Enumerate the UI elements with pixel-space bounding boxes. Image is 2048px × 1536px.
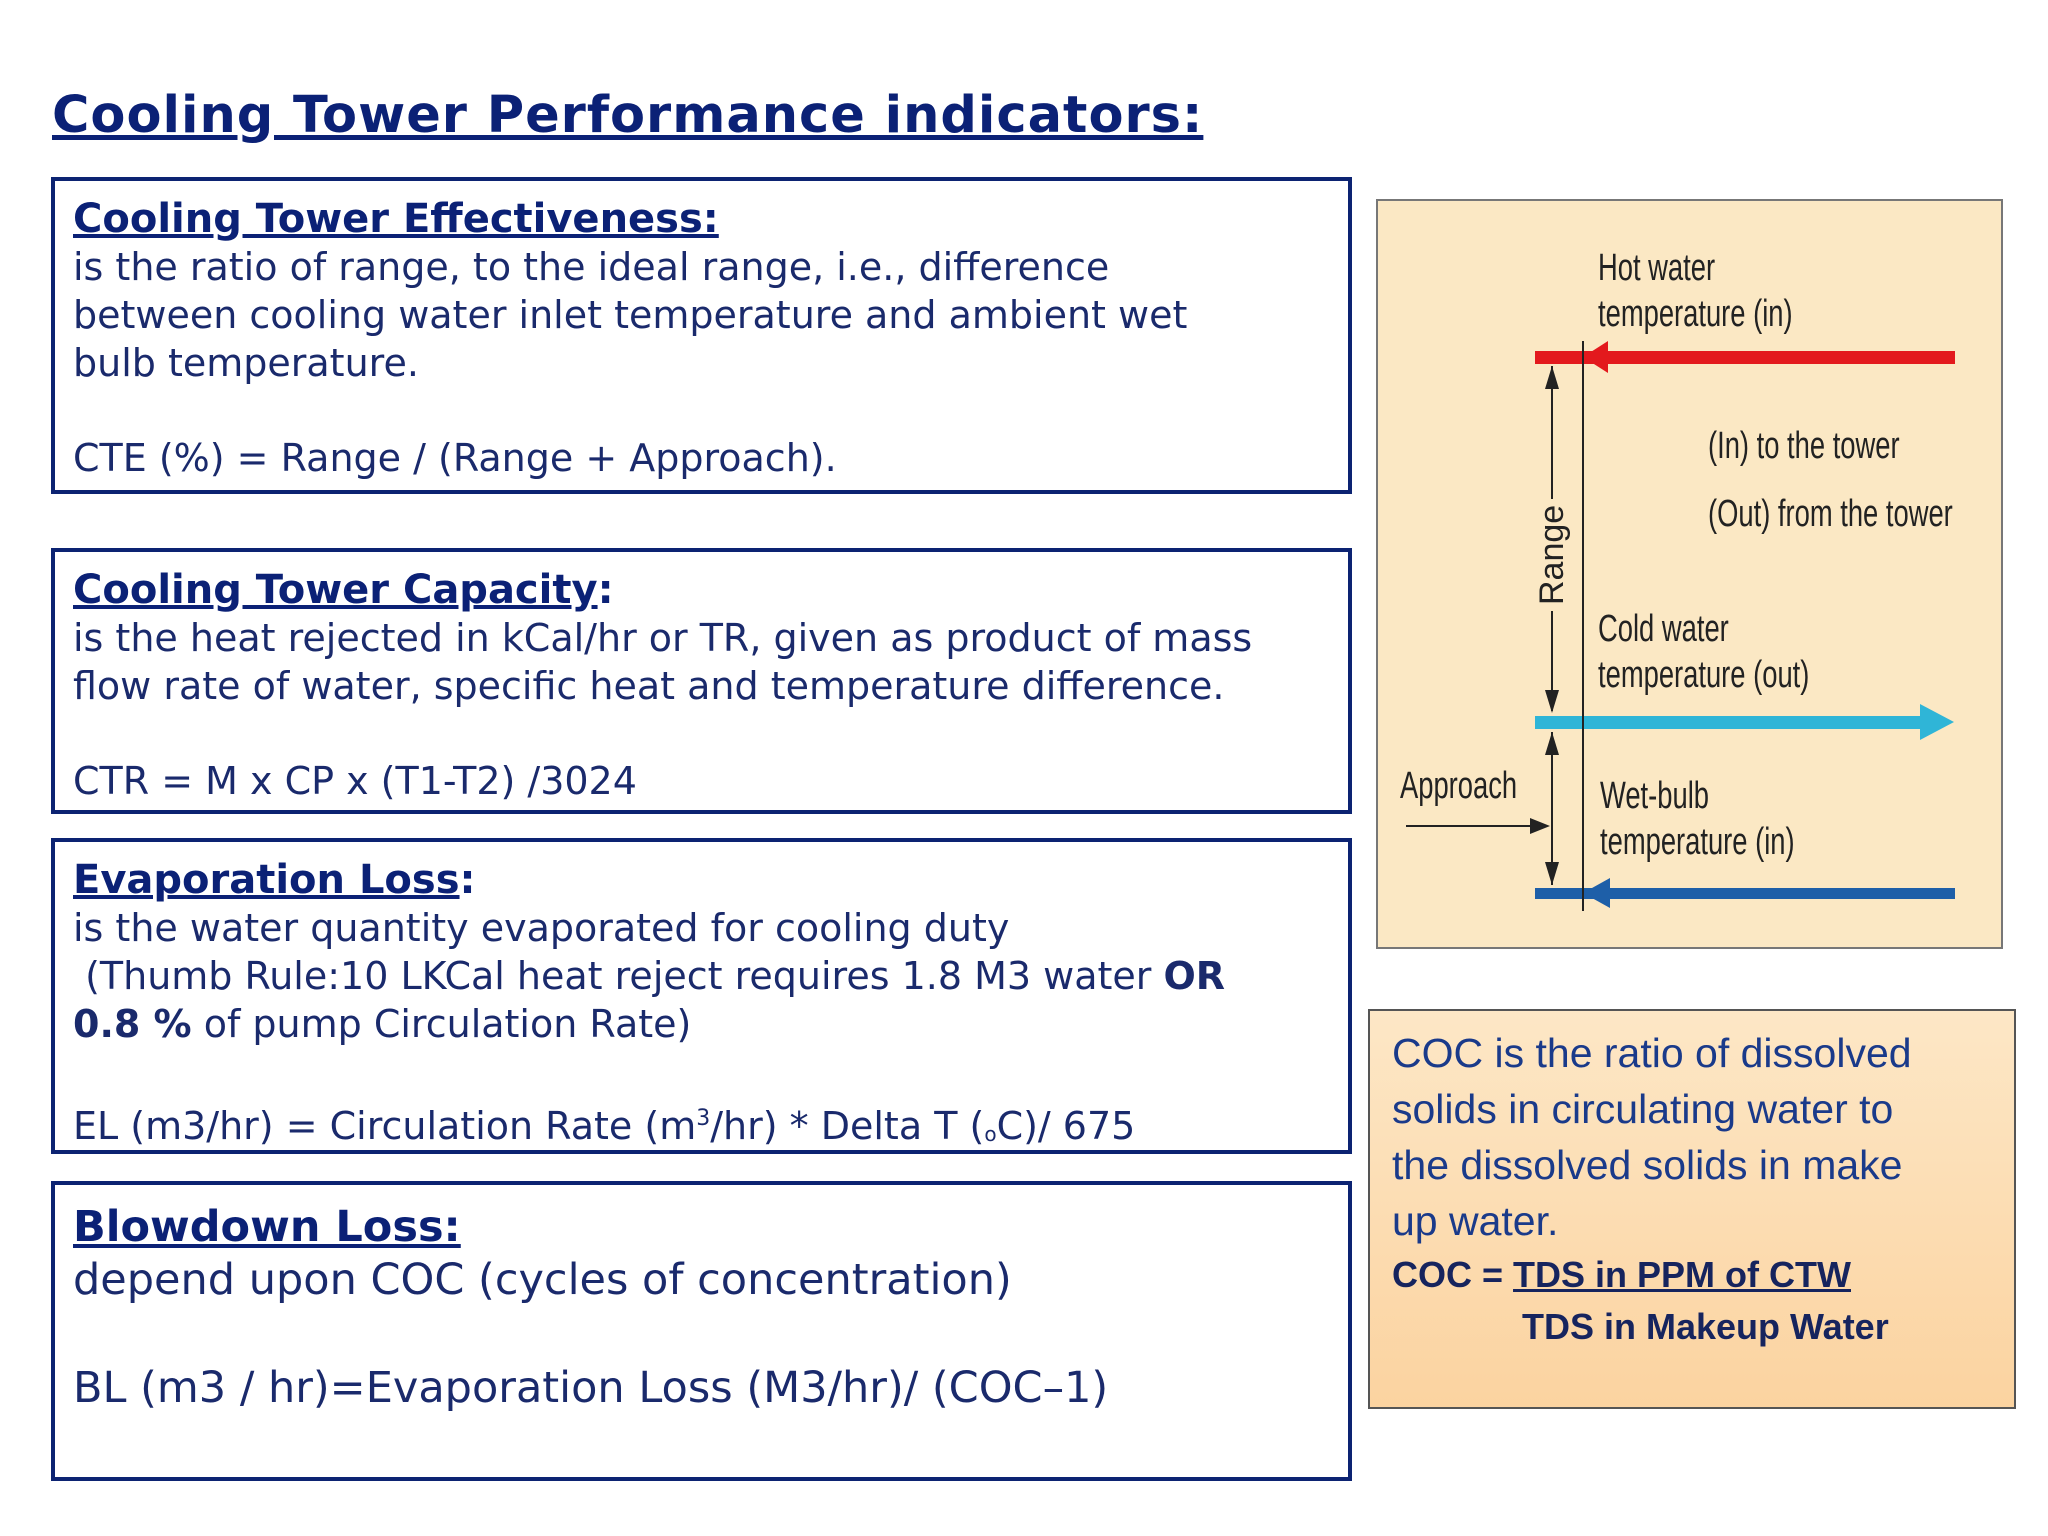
evaporation-line: 0.8 % of pump Circulation Rate) <box>73 1002 692 1046</box>
wet-bulb-line <box>1583 888 1955 899</box>
effectiveness-line: is the ratio of range, to the ideal rang… <box>73 245 1110 289</box>
coc-denominator: TDS in Makeup Water <box>1522 1306 1889 1347</box>
range-label: Range <box>1533 498 1572 611</box>
coc-numerator: TDS in PPM of CTW <box>1513 1254 1851 1295</box>
evaporation-heading: Evaporation Loss: <box>73 857 476 903</box>
wet-bulb-arrowhead <box>1583 878 1610 908</box>
capacity-box: Cooling Tower Capacity: is the heat reje… <box>51 548 1352 814</box>
effectiveness-line: between cooling water inlet temperature … <box>73 293 1188 337</box>
coc-box: COC is the ratio of dissolved solids in … <box>1368 1009 2016 1409</box>
blowdown-formula: BL (m3 / hr)=Evaporation Loss (M3/hr)/ (… <box>73 1363 1109 1413</box>
capacity-formula: CTR = M x CP x (T1-T2) /3024 <box>73 759 637 803</box>
blowdown-heading: Blowdown Loss: <box>73 1202 461 1252</box>
hot-water-line <box>1583 351 1955 364</box>
blowdown-box: Blowdown Loss: depend upon COC (cycles o… <box>51 1181 1352 1481</box>
coc-description: COC is the ratio of dissolved solids in … <box>1392 1030 1912 1244</box>
out-from-tower-label: (Out) from the tower <box>1708 493 1953 535</box>
coc-formula: COC = TDS in PPM of CTW TDS in Makeup Wa… <box>1392 1249 1992 1353</box>
effectiveness-formula: CTE (%) = Range / (Range + Approach). <box>73 436 837 480</box>
cold-water-line <box>1535 716 1920 729</box>
cold-water-arrowhead <box>1920 704 1954 740</box>
wet-bulb-stub <box>1535 888 1584 899</box>
capacity-heading: Cooling Tower Capacity: <box>73 567 614 613</box>
effectiveness-box: Cooling Tower Effectiveness: is the rati… <box>51 177 1352 494</box>
effectiveness-heading: Cooling Tower Effectiveness: <box>73 196 719 242</box>
capacity-line: flow rate of water, specific heat and te… <box>73 664 1225 708</box>
effectiveness-line: bulb temperature. <box>73 341 419 385</box>
blowdown-line: depend upon COC (cycles of concentration… <box>73 1255 1012 1305</box>
capacity-line: is the heat rejected in kCal/hr or TR, g… <box>73 616 1253 660</box>
hot-water-arrowhead <box>1583 341 1608 373</box>
evaporation-thumb-rule: (Thumb Rule:10 LKCal heat reject require… <box>73 954 1226 998</box>
evaporation-formula: EL (m3/hr) = Circulation Rate (m3/hr) * … <box>73 1104 1136 1148</box>
page-title: Cooling Tower Performance indicators: <box>52 86 1204 145</box>
evaporation-box: Evaporation Loss: is the water quantity … <box>51 838 1352 1154</box>
evaporation-line: is the water quantity evaporated for coo… <box>73 906 1010 950</box>
approach-label: Approach <box>1400 765 1518 807</box>
hot-water-stub <box>1535 351 1584 364</box>
in-to-tower-label: (In) to the tower <box>1708 425 1900 467</box>
